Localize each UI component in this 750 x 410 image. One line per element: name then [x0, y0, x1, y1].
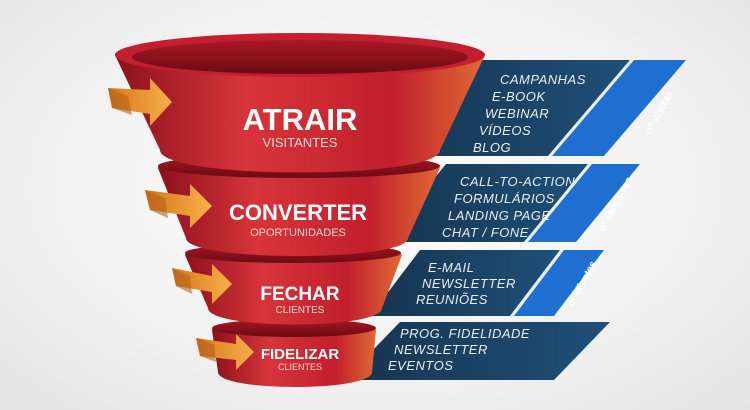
panel-item: CALL-TO-ACTION	[460, 174, 575, 189]
panel-converter: CALL-TO-ACTION FORMULÁRIOS LANDING PAGE …	[382, 164, 640, 242]
panel-item: CHAT / FONE	[442, 225, 529, 240]
panel-item: E-BOOK	[492, 89, 546, 104]
panel-item: FORMULÁRIOS	[454, 191, 555, 206]
panel-fidelizar: PROG. FIDELIDADE NEWSLETTER EVENTOS	[344, 322, 610, 380]
panel-item: WEBINAR	[485, 106, 549, 121]
panel-item: E-MAIL	[428, 260, 474, 275]
stage-subtitle: VISITANTES	[263, 135, 338, 150]
arrow-icon	[108, 78, 172, 126]
panel-item: CAMPANHAS	[500, 72, 586, 87]
stage-subtitle: OPORTUNIDADES	[250, 227, 346, 239]
arrow-icon	[145, 184, 212, 228]
stage-title: CONVERTER	[229, 200, 367, 225]
funnel	[115, 33, 485, 387]
panel-item: NEWSLETTER	[394, 342, 488, 357]
panel-item: REUNIÕES	[416, 292, 488, 307]
panel-item: PROG. FIDELIDADE	[400, 326, 530, 341]
stage-subtitle: CLIENTES	[276, 305, 325, 316]
stage-subtitle: CLIENTES	[278, 362, 322, 372]
panel-item: LANDING PAGE	[448, 208, 551, 223]
panel-fechar: E-MAIL NEWSLETTER REUNIÕES nº clientes	[370, 250, 604, 316]
stage-title: FECHAR	[260, 284, 339, 305]
panel-item: EVENTOS	[388, 358, 453, 373]
panel-item: VÍDEOS	[479, 123, 531, 138]
arrow-icon	[172, 264, 232, 304]
stage-title: ATRAIR	[243, 102, 358, 137]
panel-item: BLOG	[473, 140, 511, 155]
arrow-icon	[196, 334, 254, 370]
stage-title: FIDELIZAR	[261, 346, 339, 363]
panel-item: NEWSLETTER	[422, 276, 516, 291]
